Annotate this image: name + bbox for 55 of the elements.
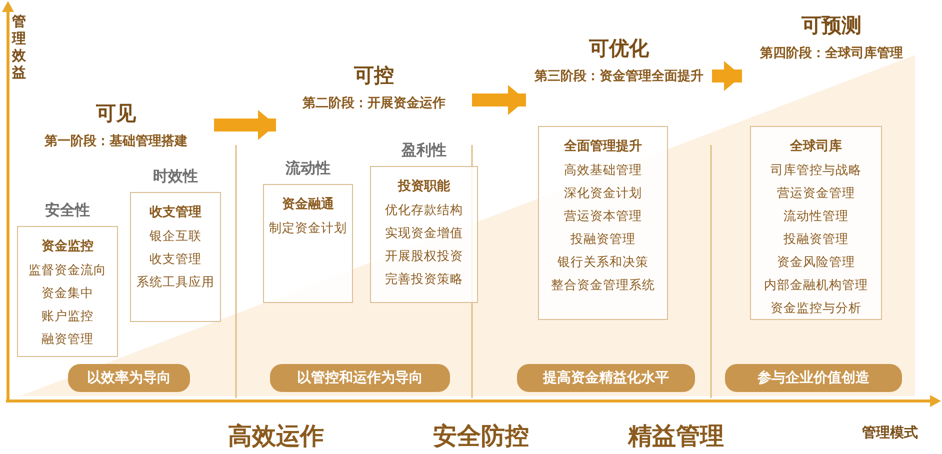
list-item: 融资管理 (42, 330, 94, 348)
block-arrow (472, 85, 526, 115)
list-item: 整合资金管理系统 (551, 276, 655, 294)
list-item: 高效基础管理 (564, 161, 642, 179)
list-item: 司库管控与战略 (770, 161, 862, 179)
list-item: 深化资金计划 (564, 184, 642, 202)
axis-label: 管理模式 (862, 424, 918, 442)
stage-title: 可预测 (802, 12, 862, 38)
list-item: 内部金融机构管理 (764, 276, 868, 294)
box-heading: 资金监控 (42, 238, 94, 256)
list-item: 实现资金增值 (385, 224, 463, 242)
list-item: 流动性管理 (784, 207, 848, 225)
list-item: 银企互联 (150, 227, 202, 245)
list-item: 开展股权投资 (385, 247, 463, 265)
list-item: 完善投资策略 (385, 270, 463, 288)
stage-subtitle: 第四阶段：全球司库管理 (760, 44, 903, 63)
box-heading: 投资职能 (398, 178, 450, 196)
group-heading: 时效性 (153, 166, 198, 186)
stage-title: 可见 (96, 100, 136, 126)
list-item: 投融资管理 (784, 230, 848, 248)
list-item: 系统工具应用 (136, 273, 214, 291)
list-item: 账户监控 (42, 307, 94, 325)
list-item: 优化存款结构 (385, 201, 463, 219)
list-item: 监督资金流向 (28, 261, 106, 279)
axis-label: 管理效益 (12, 14, 27, 82)
list-item: 营运资本管理 (564, 207, 642, 225)
group-heading: 安全性 (45, 200, 90, 220)
box-heading: 收支管理 (150, 204, 202, 222)
list-item: 银行关系和决策 (558, 253, 648, 271)
stage-subtitle: 第一阶段：基础管理搭建 (44, 133, 188, 151)
stage-title: 可控 (354, 62, 394, 88)
box-heading: 全面管理提升 (564, 138, 642, 156)
list-item: 投融资管理 (570, 230, 636, 248)
group-heading: 流动性 (286, 158, 330, 178)
list-item: 营运资金管理 (777, 184, 855, 202)
category-label: 高效运作 (228, 421, 324, 452)
list-item: 制定资金计划 (269, 219, 347, 237)
block-arrow (214, 110, 276, 140)
stage-title: 可优化 (589, 35, 649, 61)
list-item: 资金集中 (42, 284, 94, 302)
orientation-banner: 以管控和运作为导向 (270, 364, 450, 392)
category-label: 精益管理 (628, 421, 724, 452)
list-item: 资金监控与分析 (770, 299, 862, 317)
orientation-banner: 以效率为导向 (68, 364, 190, 392)
orientation-banner: 参与企业价值创造 (725, 364, 902, 392)
category-label: 安全防控 (433, 421, 529, 452)
stage-subtitle: 第三阶段：资金管理全面提升 (534, 68, 704, 86)
list-item: 资金风险管理 (777, 253, 855, 271)
box-heading: 资金融通 (282, 196, 334, 214)
orientation-banner: 提高资金精益化水平 (517, 364, 695, 392)
stage-subtitle: 第二阶段：开展资金运作 (302, 95, 446, 113)
list-item: 收支管理 (150, 250, 202, 268)
box-heading: 全球司库 (790, 138, 842, 156)
group-heading: 盈利性 (402, 140, 446, 160)
block-arrow (712, 61, 742, 91)
